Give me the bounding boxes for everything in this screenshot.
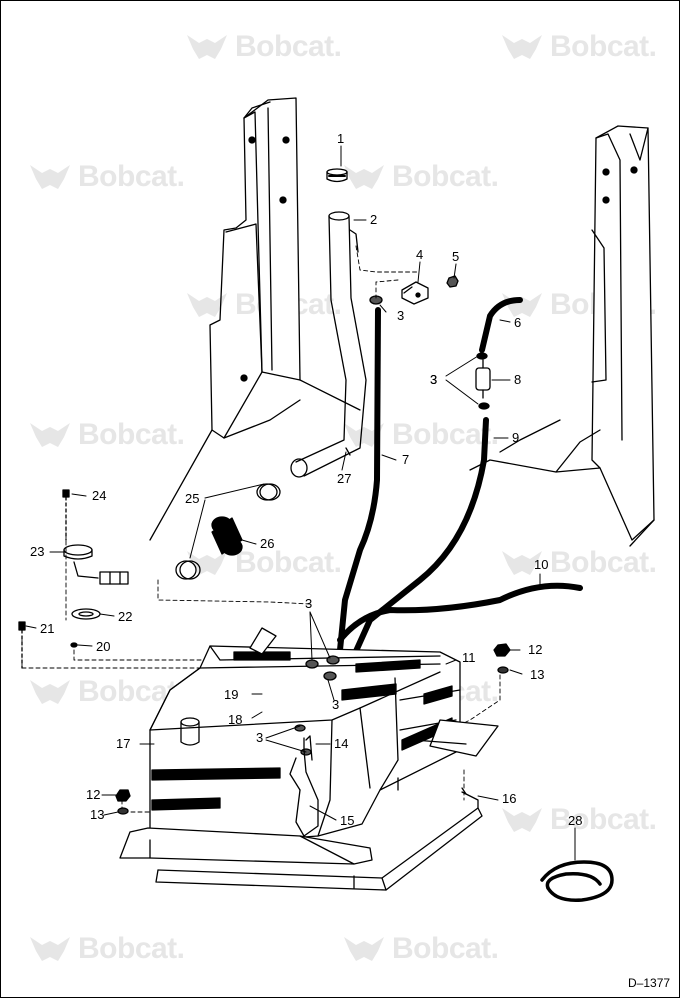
callout-label: 8 [514, 372, 522, 387]
callout-label: 3 [305, 596, 313, 611]
callout-label: 4 [416, 247, 424, 262]
return-hose [337, 582, 583, 643]
spare-hose [540, 860, 614, 902]
right-upright [469, 125, 655, 547]
fuel-tank [149, 627, 461, 847]
fuel-pickup-tube [289, 735, 319, 837]
filler-neck [290, 211, 367, 478]
callout-label: 1 [337, 131, 345, 146]
callout-label: 11 [462, 650, 476, 665]
callout-label: 15 [340, 813, 355, 828]
leader-lines [25, 145, 576, 861]
callout-label: 3 [430, 372, 438, 387]
bolt-upper [62, 489, 70, 541]
callout-label: 3 [332, 697, 340, 712]
callout-label: 17 [116, 736, 131, 751]
callout-label: 3 [397, 308, 405, 323]
callout-label: 9 [512, 430, 520, 445]
callout-label: 7 [402, 452, 410, 467]
left-upright [149, 97, 361, 541]
nut-right [493, 643, 511, 657]
callout-label: 19 [224, 687, 239, 702]
washer-left [117, 807, 129, 815]
callout-label: 3 [430, 372, 438, 387]
nut-left [115, 789, 131, 802]
hose-clamp-lower [175, 560, 201, 580]
callout-label: 3 [256, 730, 264, 745]
callout-label: 26 [260, 536, 275, 551]
filler-cap [326, 168, 348, 183]
fuel-filter [475, 352, 491, 410]
callout-label: 16 [502, 791, 517, 806]
callout-label: 2 [370, 212, 378, 227]
callout-label: 5 [452, 249, 460, 264]
fuel-line-lower [349, 417, 489, 663]
callout-label: 21 [40, 621, 55, 636]
fuel-sender-unit [63, 544, 129, 585]
clamp-nut [446, 275, 459, 288]
drawing-number: D–1377 [628, 976, 671, 990]
support-strap [345, 447, 351, 456]
callout-label: 28 [568, 813, 583, 828]
callout-label: 6 [514, 315, 522, 330]
callout-label: 13 [90, 807, 105, 822]
callout-label: 14 [334, 736, 349, 751]
hose-clamp-upper [256, 483, 281, 501]
callout-label: 25 [185, 491, 200, 506]
callout-label: 20 [96, 639, 111, 654]
mounting-clamp [401, 281, 429, 305]
tank-support [155, 719, 499, 891]
tank-strap [119, 827, 373, 865]
callout-label: 18 [228, 712, 243, 727]
callout-label: 22 [118, 609, 133, 624]
fuel-line-upper [479, 297, 523, 353]
vent-hose [337, 307, 381, 653]
callout-label: 24 [92, 488, 107, 503]
connector-hose [211, 516, 243, 556]
callout-label: 12 [86, 787, 101, 802]
callout-label: 27 [337, 471, 352, 486]
callout-label: 10 [534, 557, 549, 572]
callout-label: 12 [528, 642, 543, 657]
washer-right [497, 666, 509, 674]
washer-20 [70, 642, 78, 648]
sender-gasket [71, 608, 101, 620]
callout-label: 13 [530, 667, 545, 682]
callout-label: 23 [30, 544, 45, 559]
